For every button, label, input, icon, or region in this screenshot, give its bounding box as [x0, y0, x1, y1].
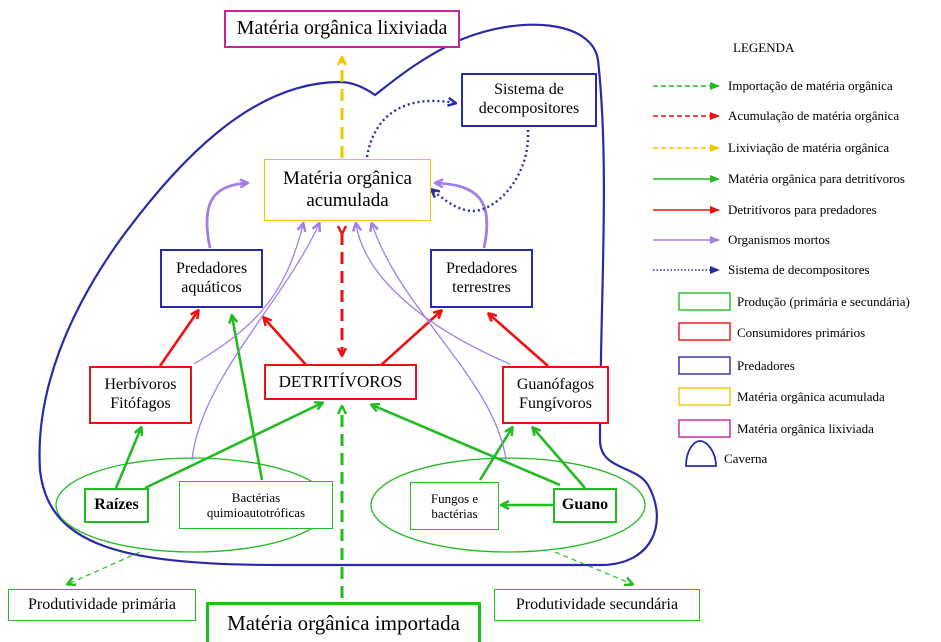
legend-swatches	[678, 292, 731, 438]
cave-outline	[38, 23, 658, 567]
dead-organism-arrows	[191, 183, 511, 461]
legend-box-label: Consumidores primários	[737, 325, 866, 340]
node-primary-productivity: Produtividade primária	[8, 589, 196, 621]
legend-arrow-label: Matéria orgânica para detritívoros	[728, 171, 905, 186]
detritivore-feed-arrows	[114, 316, 586, 505]
legend-arrow-label: Sistema de decompositores	[728, 262, 870, 277]
legend-box-label: Matéria orgânica lixiviada	[737, 421, 874, 436]
legend-arrow-label: Importação de matéria orgânica	[728, 78, 893, 93]
legend-arrow-label: Detritívoros para predadores	[728, 202, 877, 217]
primary-productivity-arrow	[68, 551, 141, 584]
node-guano: Guano	[553, 488, 617, 523]
node-chemoautotrophic-bacteria: Bactérias quimioautotróficas	[179, 481, 333, 529]
legend-title: LEGENDA	[733, 40, 795, 55]
node-accumulated-organic-matter: Matéria orgânica acumulada	[264, 159, 431, 221]
node-aquatic-predators: Predadores aquáticos	[160, 249, 263, 308]
node-imported-organic-matter: Matéria orgânica importada	[206, 602, 481, 642]
node-leached-organic-matter: Matéria orgânica lixiviada	[224, 10, 460, 48]
secondary-productivity-arrow	[554, 551, 632, 584]
legend-arrow-label: Organismos mortos	[728, 232, 830, 247]
node-decomposer-system: Sistema de decompositores	[461, 73, 597, 127]
legend-arrow-label: Acumulação de matéria orgânica	[728, 108, 900, 123]
legend-arrow-label: Lixiviação de matéria orgânica	[728, 140, 890, 155]
node-roots: Raízes	[84, 488, 149, 523]
predation-arrows	[158, 311, 549, 367]
node-fungi-bacteria: Fungos e bactérias	[410, 482, 499, 530]
legend-box-label: Predadores	[737, 358, 795, 373]
legend-cave-label: Caverna	[724, 451, 768, 466]
node-guanophages: Guanófagos Fungívoros	[502, 366, 609, 424]
legend-box-label: Produção (primária e secundária)	[737, 294, 910, 309]
node-detritivores: DETRITÍVOROS	[264, 364, 417, 400]
legend-cave-icon	[685, 440, 717, 467]
decomposer-arrows	[365, 101, 530, 213]
node-terrestrial-predators: Predadores terrestres	[430, 249, 533, 308]
node-secondary-productivity: Produtividade secundária	[494, 589, 700, 621]
node-herbivores: Herbívoros Fitófagos	[89, 366, 192, 424]
secondary-producers-ellipse	[370, 457, 646, 553]
legend-arrows	[653, 82, 720, 274]
legend-box-label: Matéria orgânica acumulada	[737, 389, 885, 404]
